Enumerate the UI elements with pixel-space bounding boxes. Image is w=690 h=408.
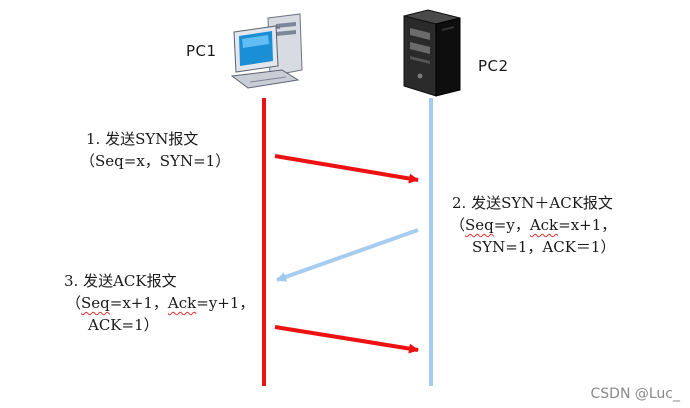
step-3-title: 3. 发送ACK报文: [64, 272, 177, 290]
desktop-pc-icon: [230, 13, 303, 89]
syn-ack-arrow: [276, 228, 419, 282]
step-2-flags: SYN=1，ACK＝1）: [472, 238, 616, 256]
ack-arrow: [274, 325, 419, 354]
pc2-label: PC2: [478, 57, 509, 75]
syn-arrow: [274, 154, 419, 184]
step-1-title: 1. 发送SYN报文: [86, 130, 199, 148]
server-tower-icon: [403, 9, 461, 97]
step-1-fields: （Seq=x，SYN=1）: [80, 152, 231, 170]
step-3-fields: （Seq=x+1，Ack=y+1，: [66, 294, 255, 312]
step-2-fields: （Seq=y，Ack=x+1，: [450, 216, 617, 234]
step-2-title: 2. 发送SYN＋ACK报文: [452, 194, 613, 212]
step-3-flags: ACK=1）: [88, 316, 159, 334]
pc1-label: PC1: [186, 42, 217, 60]
step-1-text: 1. 发送SYN报文 （Seq=x，SYN=1）: [80, 128, 230, 172]
step-3-text: 3. 发送ACK报文 （Seq=x+1，Ack=y+1， ACK=1）: [64, 270, 254, 336]
csdn-watermark: CSDN @Luc_: [590, 386, 681, 402]
step-2-text: 2. 发送SYN＋ACK报文 （Seq=y，Ack=x+1， SYN=1，ACK…: [450, 192, 617, 258]
